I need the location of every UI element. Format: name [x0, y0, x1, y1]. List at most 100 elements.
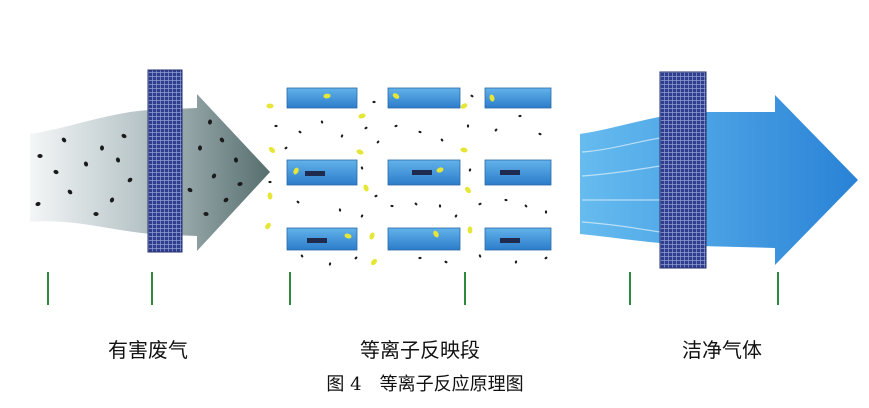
yellow-particle	[267, 192, 273, 200]
reaction-cores	[305, 170, 520, 243]
black-speck	[298, 130, 302, 134]
black-speck	[438, 204, 442, 208]
yellow-particle	[465, 186, 471, 194]
black-speck	[300, 254, 304, 258]
yellow-particle	[268, 147, 276, 153]
yellow-particle	[392, 93, 400, 99]
black-speck	[354, 256, 358, 260]
black-speck	[284, 146, 288, 150]
black-speck	[538, 132, 542, 136]
black-speck	[544, 210, 548, 214]
yellow-particle	[436, 167, 444, 173]
label-plasma-section: 等离子反映段	[360, 338, 480, 362]
black-particle	[37, 154, 43, 158]
black-speck	[376, 140, 380, 144]
inlet-filter-mesh-icon	[147, 69, 183, 253]
harmful-particles	[35, 119, 243, 217]
reaction-core	[500, 238, 520, 243]
plasma-section-group	[265, 87, 552, 266]
black-particle	[121, 133, 127, 139]
reaction-core	[305, 171, 325, 176]
black-particle	[237, 181, 243, 187]
yellow-particle	[293, 167, 299, 175]
black-particle	[93, 211, 99, 217]
yellow-particle	[363, 184, 369, 192]
streamline	[581, 165, 661, 177]
black-speck	[296, 200, 300, 204]
reaction-core	[412, 170, 432, 175]
flow-streamlines	[581, 137, 661, 233]
yellow-particle	[323, 93, 331, 99]
black-particle	[219, 137, 225, 143]
harmful-gas-group	[30, 69, 270, 253]
black-speck	[328, 262, 332, 266]
plate	[387, 87, 461, 109]
black-speck	[524, 204, 528, 208]
black-speck	[360, 166, 364, 170]
section-ticks	[47, 272, 779, 305]
black-particle	[115, 157, 121, 163]
label-harmful-gas: 有害废气	[108, 338, 188, 362]
black-speck	[390, 204, 394, 208]
outlet-filter-mesh-icon	[659, 71, 707, 269]
streamline	[581, 137, 661, 153]
yellow-particle	[369, 232, 375, 240]
black-speck	[544, 256, 548, 260]
black-particle	[211, 173, 217, 179]
reaction-core	[307, 238, 327, 243]
figure-caption: 图 4 等离子反应原理图	[326, 374, 523, 395]
black-particle	[35, 201, 41, 207]
black-speck	[414, 202, 418, 206]
label-clean-gas: 洁净气体	[682, 338, 762, 362]
black-speck	[394, 124, 398, 128]
black-particle	[207, 119, 213, 125]
black-speck	[320, 120, 324, 124]
black-speck	[340, 134, 344, 138]
black-particle	[67, 189, 73, 195]
black-speck	[360, 214, 364, 218]
yellow-particle	[266, 103, 274, 109]
black-speck	[274, 124, 278, 128]
yellow-particle	[356, 149, 364, 155]
plate-row-2	[286, 159, 552, 186]
black-particle	[109, 197, 115, 203]
black-speck	[468, 168, 472, 172]
black-speck	[478, 202, 482, 206]
black-speck	[418, 256, 422, 260]
black-particle	[223, 197, 229, 203]
black-particle	[233, 157, 239, 163]
black-particle	[203, 211, 209, 217]
black-speck	[466, 124, 470, 128]
yellow-particle	[467, 226, 473, 234]
clean-gas-group	[580, 71, 858, 269]
yellow-particle	[358, 113, 366, 119]
black-particle	[99, 145, 105, 151]
black-speck	[364, 126, 368, 130]
black-speck	[514, 260, 518, 264]
black-particle	[197, 145, 203, 151]
black-speck	[372, 100, 376, 104]
black-speck	[418, 130, 422, 134]
black-speck	[518, 114, 522, 118]
plate	[387, 227, 461, 251]
black-particle	[127, 177, 133, 183]
black-speck	[504, 198, 508, 202]
black-particle	[53, 169, 59, 175]
black-speck	[338, 208, 342, 212]
streamline	[581, 221, 661, 233]
black-particle	[187, 187, 193, 193]
clean-gas-arrow-icon	[580, 95, 858, 265]
yellow-particle	[265, 222, 271, 230]
black-speck	[478, 254, 482, 258]
black-speck	[470, 94, 474, 98]
black-speck	[494, 128, 498, 132]
yellow-particle	[433, 230, 439, 238]
black-particle	[83, 161, 89, 167]
black-speck	[444, 260, 448, 264]
black-speck	[454, 214, 458, 218]
yellow-particle	[371, 258, 377, 266]
plate-row-1	[286, 87, 552, 109]
yellow-particle	[489, 94, 495, 102]
plate	[484, 87, 552, 109]
